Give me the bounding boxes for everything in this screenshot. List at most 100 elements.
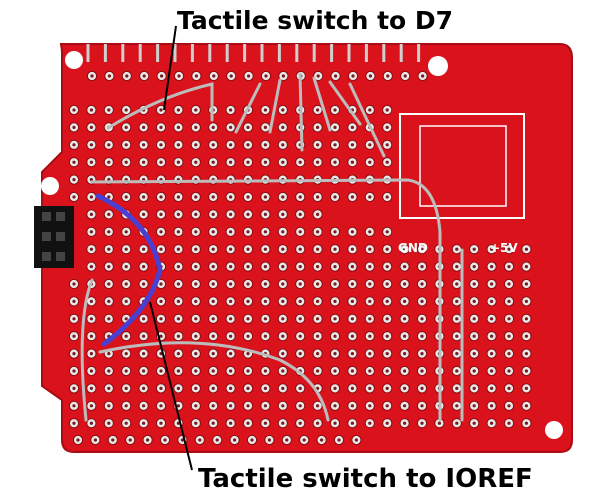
pad-hole [160, 74, 164, 78]
pad-hole [507, 369, 511, 373]
pad-hole [333, 108, 337, 112]
pad-hole [333, 386, 337, 390]
pad-hole [229, 421, 233, 425]
pad-hole [281, 247, 285, 251]
pad-hole [385, 421, 389, 425]
pad-hole [420, 334, 424, 338]
pad-hole [507, 299, 511, 303]
pad-hole [420, 265, 424, 269]
pad-hole [281, 421, 285, 425]
pad-hole [211, 404, 215, 408]
pad-hole [246, 125, 250, 129]
pad-hole [159, 230, 163, 234]
pad-hole [107, 386, 111, 390]
pad-hole [524, 299, 529, 303]
pad-hole [455, 334, 459, 338]
pad-hole [124, 108, 128, 112]
pad-hole [72, 282, 76, 286]
pointer-line-bottom [149, 301, 193, 471]
pad-hole [124, 247, 128, 251]
pad-hole [263, 160, 267, 164]
pad-hole [281, 369, 285, 373]
pad-hole [368, 74, 372, 78]
pad-hole [333, 369, 337, 373]
pad-hole [385, 404, 389, 408]
pad-hole [350, 265, 354, 269]
pad-hole [72, 404, 76, 408]
pad-hole [490, 334, 494, 338]
pad-hole [107, 265, 111, 269]
pad-hole [176, 369, 180, 373]
pad-hole [198, 438, 202, 442]
pad-hole [368, 421, 372, 425]
pad-hole [524, 421, 529, 425]
pad-hole [337, 438, 341, 442]
pad-hole [267, 438, 271, 442]
pad-hole [107, 230, 111, 234]
pad-hole [298, 317, 302, 321]
pad-hole [211, 317, 215, 321]
pad-hole [420, 299, 424, 303]
pad-hole [124, 369, 128, 373]
pad-hole [211, 334, 215, 338]
pad-hole [333, 317, 337, 321]
pad-hole [350, 125, 354, 129]
pad-hole [246, 212, 250, 216]
pad-hole [281, 143, 285, 147]
pad-hole [72, 195, 76, 199]
pad-hole [455, 317, 459, 321]
pad-hole [333, 247, 337, 251]
mounting-hole-left [41, 177, 59, 195]
pad-hole [159, 143, 163, 147]
pad-hole [176, 108, 180, 112]
pad-hole [72, 386, 76, 390]
pad-hole [229, 352, 233, 356]
pad-hole [124, 404, 128, 408]
pad-hole [316, 74, 320, 78]
pad-hole [124, 160, 128, 164]
pad-hole [194, 108, 198, 112]
pad-hole [420, 369, 424, 373]
pad-hole [89, 247, 93, 251]
pad-hole [211, 282, 215, 286]
pad-hole [89, 334, 93, 338]
pad-hole [176, 265, 180, 269]
pad-hole [403, 334, 407, 338]
pad-hole [194, 421, 198, 425]
pad-hole [142, 334, 146, 338]
mounting-hole-bottom-left [41, 395, 59, 413]
pad-hole [507, 352, 511, 356]
pad-hole [194, 282, 198, 286]
pad-hole [507, 334, 511, 338]
silkscreen-5v: +5V [490, 241, 518, 255]
pad-hole [350, 143, 354, 147]
pad-hole [72, 299, 76, 303]
pad-hole [333, 334, 337, 338]
pad-hole [368, 195, 372, 199]
pad-hole [107, 143, 111, 147]
pad-hole [194, 352, 198, 356]
pad-hole [107, 195, 111, 199]
pad-hole [159, 369, 163, 373]
pad-hole [385, 143, 389, 147]
pad-hole [403, 265, 407, 269]
pad-hole [350, 334, 354, 338]
pad-hole [72, 178, 76, 182]
pad-hole [403, 299, 407, 303]
pad-hole [490, 352, 494, 356]
pad-hole [490, 282, 494, 286]
pad-hole [229, 334, 233, 338]
pad-hole [246, 421, 250, 425]
pad-hole [263, 369, 267, 373]
pad-hole [386, 74, 390, 78]
pad-hole [298, 282, 302, 286]
pad-hole [455, 386, 459, 390]
pad-hole [246, 317, 250, 321]
pad-hole [142, 386, 146, 390]
pad-hole [285, 438, 289, 442]
pad-hole [194, 386, 198, 390]
pad-hole [263, 247, 267, 251]
pad-hole [316, 352, 320, 356]
pad-hole [368, 334, 372, 338]
pad-hole [229, 125, 233, 129]
